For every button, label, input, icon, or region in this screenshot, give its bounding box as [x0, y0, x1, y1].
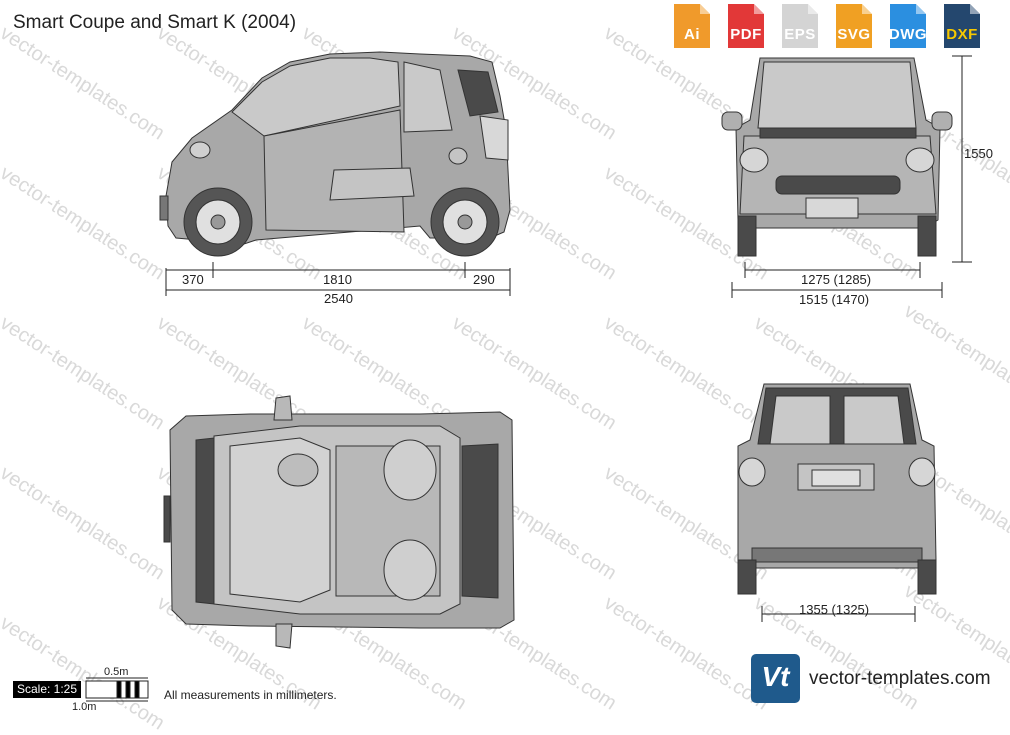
- front-view: [721, 57, 953, 257]
- badge-label: SVG: [837, 26, 871, 43]
- file-icon: [782, 4, 818, 48]
- blueprint-drawings: [85, 51, 972, 702]
- logo-text: Vt: [761, 661, 790, 692]
- badge-label: Ai: [684, 26, 700, 43]
- vt-logo: Vt: [751, 654, 800, 703]
- rear-dimension-lines: [761, 606, 916, 622]
- file-icon: [674, 4, 710, 48]
- brand-url[interactable]: vector-templates.com: [809, 668, 991, 689]
- rear-overhang-label: 290: [473, 272, 495, 287]
- file-icon: [836, 4, 872, 48]
- front-dimension-lines: [731, 55, 972, 298]
- height-label: 1550: [964, 146, 993, 161]
- length-label: 2540: [324, 291, 353, 306]
- scale-bar: [85, 677, 149, 702]
- badge-dwg[interactable]: DWG: [880, 4, 936, 50]
- badge-label: EPS: [784, 26, 816, 43]
- front-overhang-label: 370: [182, 272, 204, 287]
- rear-track-label: 1355 (1325): [799, 602, 870, 617]
- badge-dxf[interactable]: DXF: [934, 4, 990, 50]
- width-label: 1515 (1470): [799, 292, 870, 307]
- file-icon: [890, 4, 926, 48]
- badge-eps[interactable]: EPS: [772, 4, 828, 50]
- badge-svg[interactable]: SVG: [826, 4, 882, 50]
- rear-view: [737, 383, 937, 595]
- measurement-note: All measurements in millimeters.: [164, 688, 337, 702]
- file-icon: [944, 4, 980, 48]
- side-dimension-lines: [165, 262, 511, 296]
- page-title: Smart Coupe and Smart K (2004): [13, 12, 297, 33]
- front-track-label: 1275 (1285): [801, 272, 872, 287]
- scale-label: Scale: 1:25: [13, 681, 81, 698]
- format-badges: Ai PDF EPS SVG DWG DXF: [664, 4, 988, 50]
- side-view: [159, 51, 511, 257]
- badge-label: DXF: [946, 26, 978, 43]
- wheelbase-label: 1810: [323, 272, 352, 287]
- badge-label: PDF: [730, 26, 762, 43]
- file-icon: [728, 4, 764, 48]
- badge-pdf[interactable]: PDF: [718, 4, 774, 50]
- badge-ai[interactable]: Ai: [664, 4, 720, 50]
- scale-one-meter: 1.0m: [72, 701, 97, 713]
- scale-half-meter: 0.5m: [104, 666, 129, 678]
- badge-label: DWG: [888, 26, 928, 43]
- top-view: [163, 395, 515, 649]
